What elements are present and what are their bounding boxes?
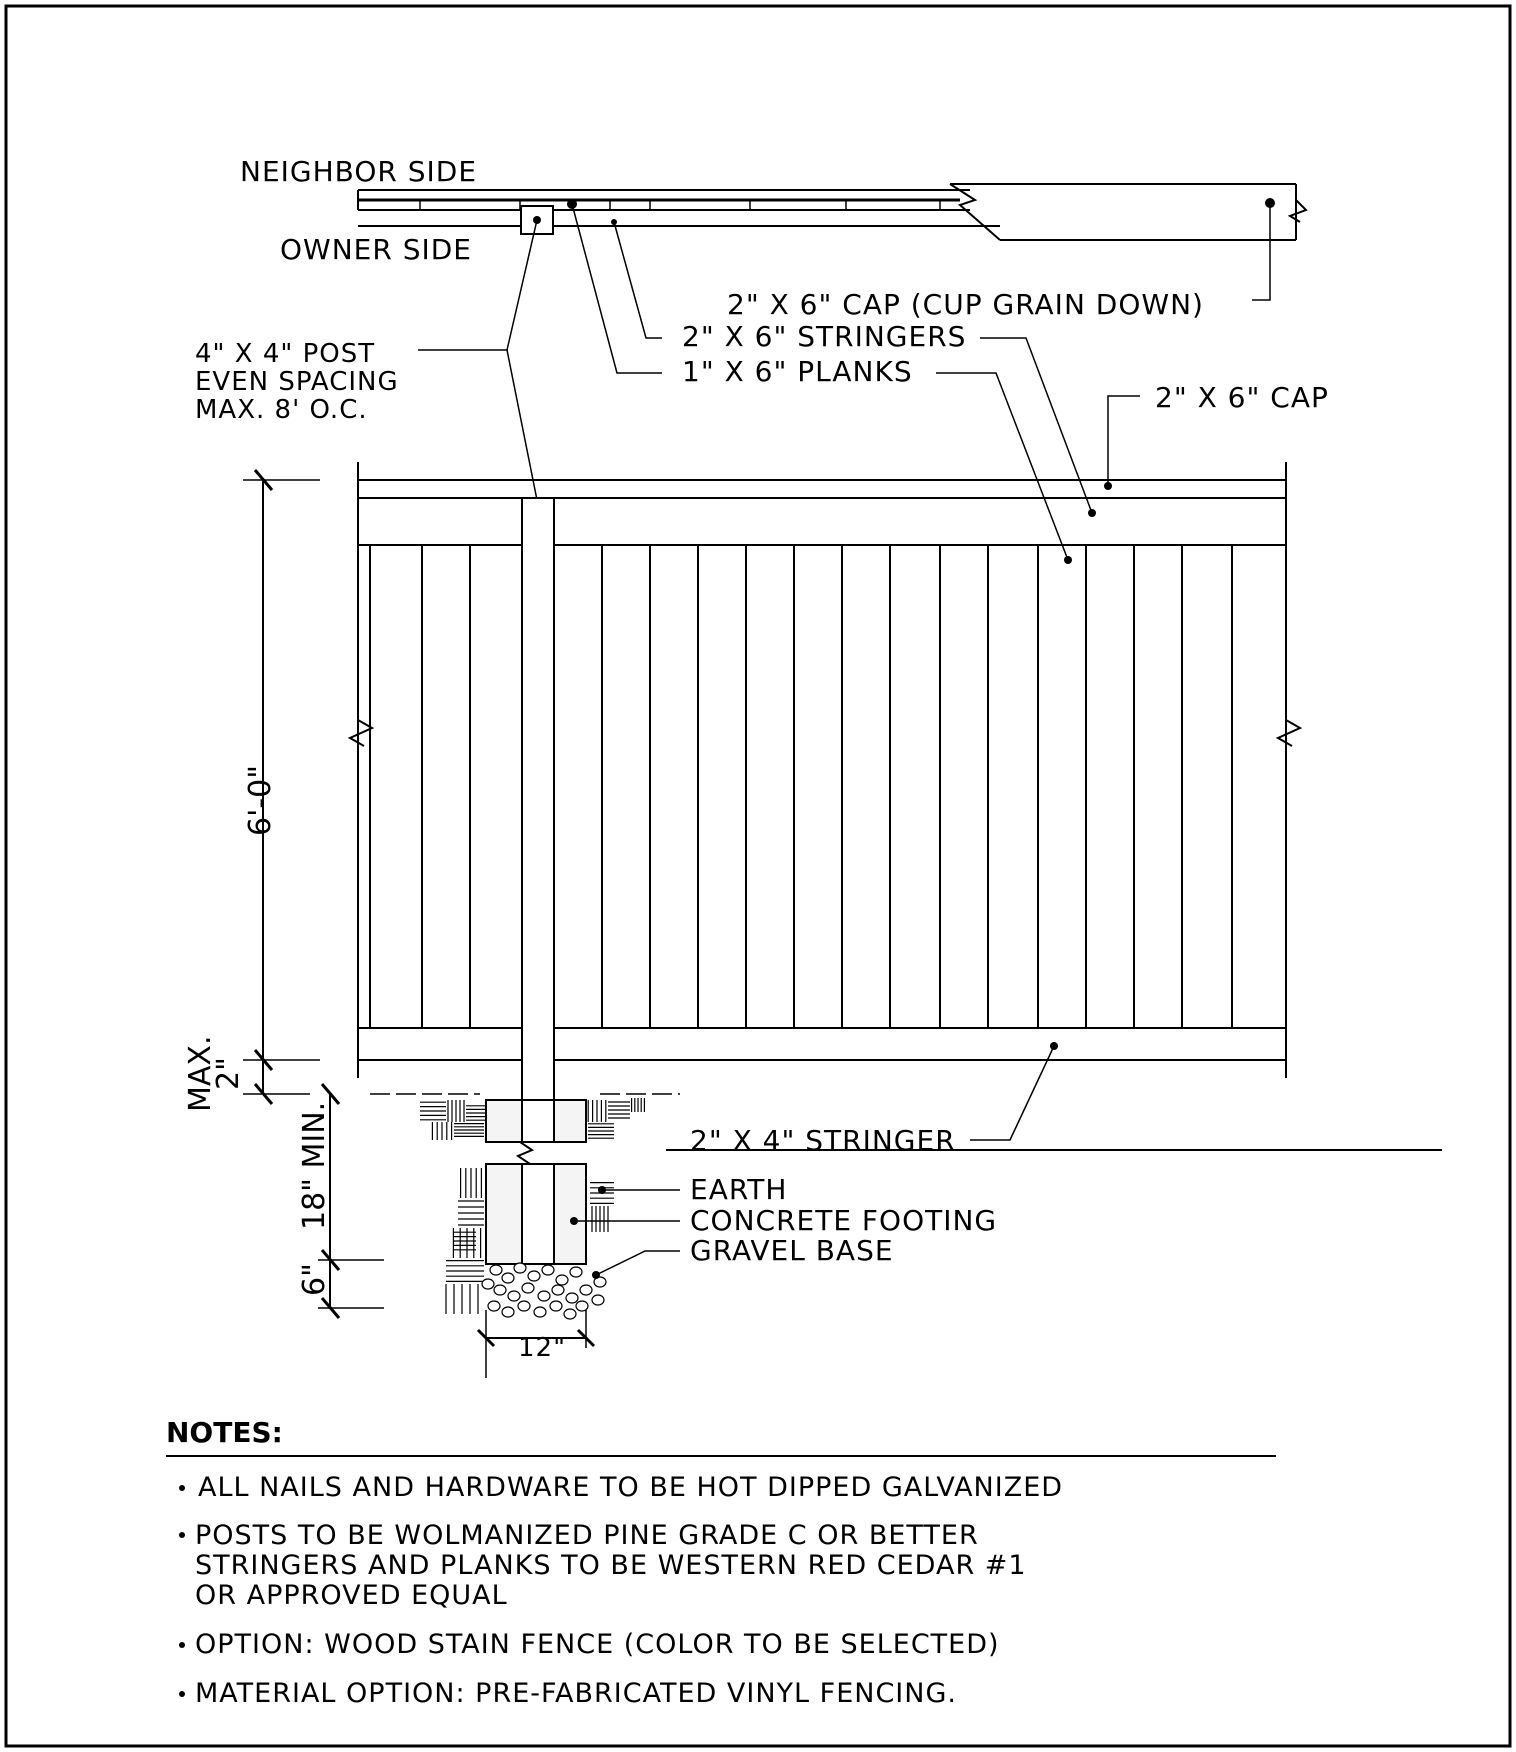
earth-hatch-block xyxy=(630,1098,646,1112)
earth-hatch-block xyxy=(608,1101,630,1119)
gravel-pebble xyxy=(579,1284,593,1296)
callouts: 2" X 6" CAP (CUP GRAIN DOWN) 2" X 6" STR… xyxy=(195,203,1329,564)
gravel-pebble xyxy=(565,1292,579,1304)
embed-dimension: 18" MIN. xyxy=(297,1102,332,1230)
bottom-stringer-callout: 2" X 4" STRINGER xyxy=(666,1045,1442,1157)
gravel-pebble xyxy=(501,1306,515,1318)
earth-hatch-block xyxy=(454,1231,476,1251)
gravel-depth-dimension: 6" xyxy=(297,1263,332,1296)
gravel-pebble xyxy=(481,1278,495,1290)
gravel-pebble xyxy=(521,1282,535,1294)
post-label-line2: EVEN SPACING xyxy=(195,367,399,397)
gravel-label: GRAVEL BASE xyxy=(690,1234,894,1267)
note-item: OPTION: WOOD STAIN FENCE (COLOR TO BE SE… xyxy=(195,1629,1000,1660)
notes-title: NOTES: xyxy=(166,1416,283,1449)
cap-cup-grain-label: 2" X 6" CAP (CUP GRAIN DOWN) xyxy=(727,288,1204,321)
gravel-pebble xyxy=(489,1264,503,1276)
gravel-pebble xyxy=(501,1272,515,1284)
note-item: ALL NAILS AND HARDWARE TO BE HOT DIPPED … xyxy=(198,1472,1063,1503)
footing-width-dimension: 12" xyxy=(518,1333,566,1363)
gravel-pebble xyxy=(487,1300,501,1312)
post-label-line1: 4" X 4" POST xyxy=(195,339,375,369)
post-label-line3: MAX. 8' O.C. xyxy=(195,395,368,425)
earth-hatch-block xyxy=(447,1100,465,1122)
earth-hatch-block xyxy=(466,1105,486,1121)
planks-label: 1" X 6" PLANKS xyxy=(682,355,913,388)
earth-hatch-block xyxy=(460,1168,482,1198)
gravel-pebble xyxy=(593,1276,607,1288)
earth-hatch-block xyxy=(454,1122,484,1138)
gravel-pebble xyxy=(537,1290,551,1302)
gravel-pebble xyxy=(575,1300,589,1312)
neighbor-side-label: NEIGHBOR SIDE xyxy=(240,155,477,188)
gravel-pebble xyxy=(549,1300,563,1312)
gap-dimension: 2" xyxy=(211,1057,246,1090)
gravel-pebble xyxy=(563,1308,577,1320)
fence-elevation xyxy=(347,462,1303,1139)
earth-hatch-block xyxy=(458,1200,484,1226)
dimensions: 6'-0" MAX. 2" 18" MIN. 6" 12" xyxy=(183,469,596,1378)
earth-hatch-block xyxy=(445,1284,479,1314)
gravel-pebble xyxy=(555,1274,569,1286)
gravel-pebble xyxy=(507,1290,521,1302)
earth-hatch-block xyxy=(431,1122,453,1140)
max-label: MAX. xyxy=(183,1036,218,1113)
gravel-pebble xyxy=(517,1300,531,1312)
earth-hatch-block xyxy=(591,1206,609,1232)
note-item: OR APPROVED EQUAL xyxy=(195,1580,508,1611)
gravel-pebble xyxy=(533,1306,547,1318)
fence-post xyxy=(521,497,555,1139)
note-item: POSTS TO BE WOLMANIZED PINE GRADE C OR B… xyxy=(195,1520,979,1551)
note-item: STRINGERS AND PLANKS TO BE WESTERN RED C… xyxy=(195,1550,1027,1581)
bottom-stringer-label: 2" X 4" STRINGER xyxy=(690,1124,956,1157)
notes-section: NOTES: ALL NAILS AND HARDWARE TO BE HOT … xyxy=(166,1416,1276,1709)
concrete-label: CONCRETE FOOTING xyxy=(690,1204,997,1237)
gravel-pebble xyxy=(591,1294,605,1306)
height-dimension: 6'-0" xyxy=(243,765,278,836)
gravel-pebble xyxy=(551,1284,565,1296)
gravel-pebble xyxy=(527,1270,541,1282)
gravel-pebble xyxy=(493,1284,507,1296)
fence-planks xyxy=(369,545,1233,1028)
earth-hatch xyxy=(420,1098,646,1314)
earth-hatch-block xyxy=(588,1123,614,1139)
note-item: MATERIAL OPTION: PRE-FABRICATED VINYL FE… xyxy=(195,1678,957,1709)
earth-hatch-block xyxy=(446,1259,484,1283)
cap-label: 2" X 6" CAP xyxy=(1155,381,1329,414)
owner-side-label: OWNER SIDE xyxy=(280,233,472,266)
gravel-pebble xyxy=(569,1266,583,1278)
footing-section xyxy=(370,1093,680,1320)
stringers-label: 2" X 6" STRINGERS xyxy=(682,320,966,353)
earth-hatch-block xyxy=(452,1228,482,1258)
gravel-pebble xyxy=(513,1262,527,1274)
gravel-base xyxy=(481,1262,607,1320)
plan-view: NEIGHBOR SIDE OWNER SIDE xyxy=(240,155,1308,266)
earth-label: EARTH xyxy=(690,1173,787,1206)
earth-hatch-block xyxy=(420,1101,446,1121)
gravel-pebble xyxy=(541,1264,555,1276)
sheet-border xyxy=(4,4,1512,1748)
earth-hatch-block xyxy=(587,1100,607,1122)
footing-callouts: EARTH CONCRETE FOOTING GRAVEL BASE xyxy=(570,1173,997,1279)
